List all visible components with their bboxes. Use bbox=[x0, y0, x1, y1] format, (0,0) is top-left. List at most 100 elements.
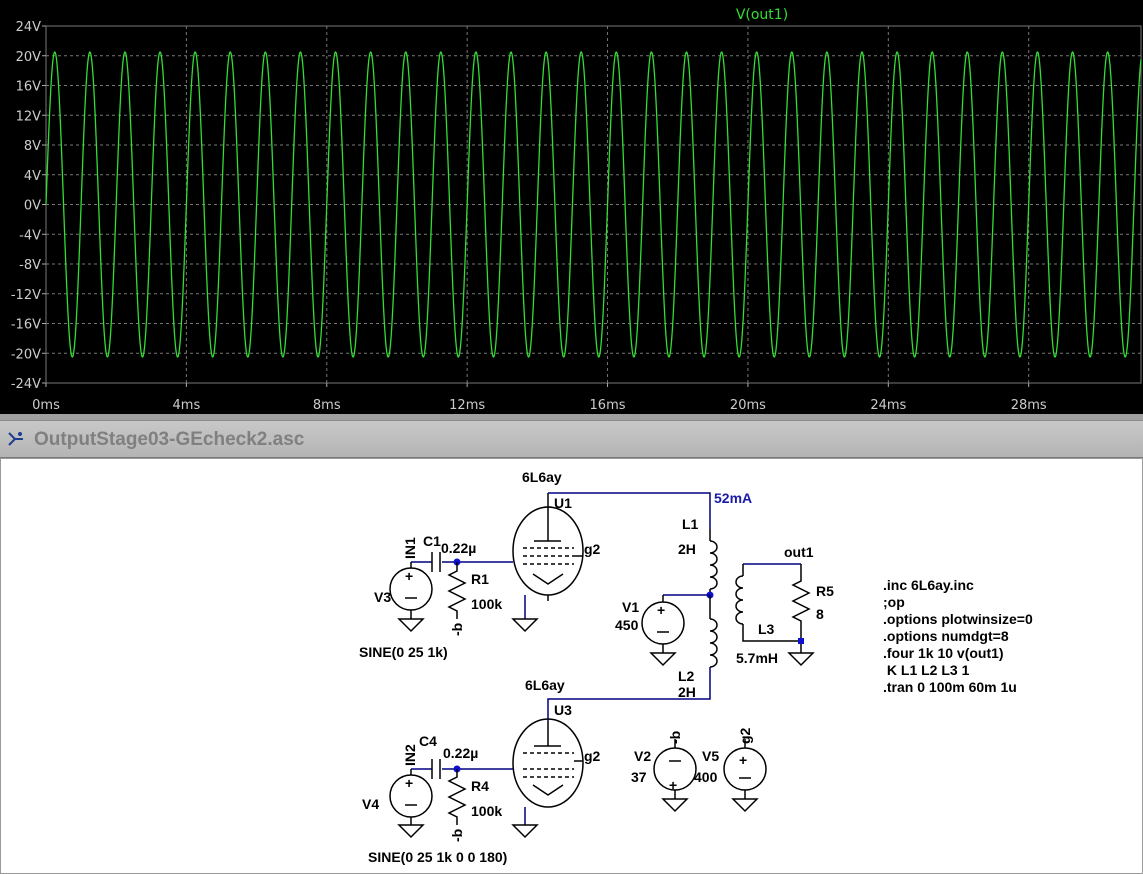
u1-g2-label: g2 bbox=[584, 541, 601, 557]
directive-line[interactable]: ;op bbox=[883, 594, 905, 610]
spice-directives[interactable]: .inc 6L6ay.inc ;op .options plotwinsize=… bbox=[883, 577, 1033, 695]
v2-bias-net: -b bbox=[667, 731, 683, 744]
pane-splitter[interactable] bbox=[0, 414, 1143, 420]
plate-current-annotation: 52mA bbox=[714, 490, 752, 506]
l2-name: L2 bbox=[678, 668, 695, 684]
ground-icon bbox=[661, 798, 689, 813]
tube-u1[interactable] bbox=[512, 493, 584, 601]
y-tick-label: 16V bbox=[16, 80, 42, 95]
resistor-r5[interactable] bbox=[791, 564, 811, 641]
directive-line[interactable]: .inc 6L6ay.inc bbox=[883, 577, 974, 593]
v4-spec: SINE(0 25 1k 0 0 180) bbox=[368, 849, 507, 865]
y-tick-label: -12V bbox=[11, 288, 41, 303]
ground-icon bbox=[731, 798, 759, 813]
y-tick-label: 20V bbox=[16, 50, 42, 65]
schematic-filename: OutputStage03-GEcheck2.asc bbox=[34, 429, 305, 450]
schematic-title-bar[interactable]: OutputStage03-GEcheck2.asc bbox=[0, 420, 1143, 458]
r1-value: 100k bbox=[471, 596, 502, 612]
schematic-canvas[interactable]: 6L6ay U1 g2 52mA L1 2H L2 2H bbox=[0, 458, 1143, 874]
inductor-l2[interactable] bbox=[547, 595, 718, 721]
y-tick-label: -20V bbox=[11, 347, 41, 362]
x-tick-label: 20ms bbox=[730, 398, 766, 413]
directive-line[interactable]: .options plotwinsize=0 bbox=[883, 611, 1033, 627]
y-tick-label: 8V bbox=[24, 139, 41, 154]
x-tick-label: 8ms bbox=[313, 398, 341, 413]
capacitor-c4[interactable] bbox=[431, 759, 441, 779]
r1-name: R1 bbox=[471, 571, 489, 587]
y-tick-label: 24V bbox=[16, 20, 42, 35]
v3-name: V3 bbox=[374, 589, 391, 605]
resistor-r4[interactable] bbox=[447, 769, 467, 825]
r1-bias-net: -b bbox=[449, 623, 465, 636]
directive-line[interactable]: .tran 0 100m 60m 1u bbox=[883, 679, 1017, 695]
l1-value: 2H bbox=[678, 541, 696, 557]
voltage-source-v5[interactable]: + bbox=[723, 739, 767, 813]
in2-net-label: IN2 bbox=[402, 744, 418, 766]
capacitor-c1[interactable] bbox=[431, 552, 441, 572]
plot-grid bbox=[42, 25, 1142, 387]
ground-icon bbox=[397, 824, 425, 839]
y-tick-label: -16V bbox=[11, 318, 41, 333]
waveform-plot[interactable]: 24V20V16V12V8V4V0V-4V-8V-12V-16V-20V-24V… bbox=[0, 0, 1143, 414]
directive-line[interactable]: K L1 L2 L3 1 bbox=[883, 662, 970, 678]
v5-name: V5 bbox=[702, 748, 719, 764]
svg-text:+: + bbox=[739, 752, 747, 768]
y-tick-label: 0V bbox=[24, 199, 41, 214]
r4-value: 100k bbox=[471, 803, 502, 819]
voltage-source-v3[interactable]: + bbox=[389, 562, 433, 633]
voltage-source-v1[interactable]: + bbox=[641, 595, 685, 667]
v5-g2-net: g2 bbox=[737, 727, 753, 744]
r5-name: R5 bbox=[816, 583, 834, 599]
y-tick-label: -4V bbox=[19, 228, 41, 243]
x-tick-label: 0ms bbox=[32, 398, 60, 413]
trace-v-out1[interactable] bbox=[45, 51, 1142, 358]
l3-name: L3 bbox=[758, 621, 775, 637]
v5-value: 400 bbox=[694, 769, 718, 785]
v1-value: 450 bbox=[615, 617, 639, 633]
ground-icon bbox=[787, 652, 815, 667]
voltage-source-v4[interactable]: + bbox=[389, 769, 433, 839]
v2-name: V2 bbox=[634, 748, 651, 764]
c4-value: 0.22µ bbox=[443, 745, 478, 761]
u3-g2-label: g2 bbox=[584, 748, 601, 764]
v1-name: V1 bbox=[622, 599, 639, 615]
x-tick-label: 24ms bbox=[870, 398, 906, 413]
r4-name: R4 bbox=[471, 778, 489, 794]
x-tick-label: 12ms bbox=[449, 398, 485, 413]
tube-u3[interactable] bbox=[512, 718, 584, 808]
out1-net-label: out1 bbox=[784, 544, 814, 560]
svg-text:+: + bbox=[669, 777, 677, 793]
inductor-l1[interactable] bbox=[709, 529, 718, 595]
c4-name: C4 bbox=[419, 733, 437, 749]
inductor-l3[interactable] bbox=[735, 563, 801, 642]
v4-name: V4 bbox=[362, 796, 379, 812]
u1-model: 6L6ay bbox=[522, 469, 562, 485]
svg-text:+: + bbox=[405, 568, 413, 584]
ground-icon bbox=[649, 652, 677, 667]
directive-line[interactable]: .four 1k 10 v(out1) bbox=[883, 645, 1004, 661]
voltage-source-v2[interactable]: + bbox=[653, 739, 697, 813]
in1-net-label: IN1 bbox=[402, 537, 418, 559]
v2-value: 37 bbox=[631, 769, 647, 785]
svg-text:+: + bbox=[405, 775, 413, 791]
r5-value: 8 bbox=[816, 606, 824, 622]
y-tick-label: -8V bbox=[19, 258, 41, 273]
ground-icon bbox=[397, 618, 425, 633]
directive-line[interactable]: .options numdgt=8 bbox=[883, 628, 1009, 644]
trace-label[interactable]: V(out1) bbox=[736, 7, 788, 23]
y-tick-label: 12V bbox=[16, 109, 42, 124]
l1-name: L1 bbox=[682, 516, 699, 532]
schematic-icon bbox=[6, 429, 26, 454]
v3-spec: SINE(0 25 1k) bbox=[359, 644, 448, 660]
l3-value: 5.7mH bbox=[736, 650, 778, 666]
y-tick-label: 4V bbox=[24, 169, 41, 184]
resistor-r1[interactable] bbox=[447, 562, 467, 619]
l2-value: 2H bbox=[678, 684, 696, 700]
x-tick-label: 28ms bbox=[1011, 398, 1047, 413]
x-tick-label: 16ms bbox=[590, 398, 626, 413]
u1-name: U1 bbox=[554, 495, 572, 511]
svg-text:+: + bbox=[657, 602, 665, 618]
